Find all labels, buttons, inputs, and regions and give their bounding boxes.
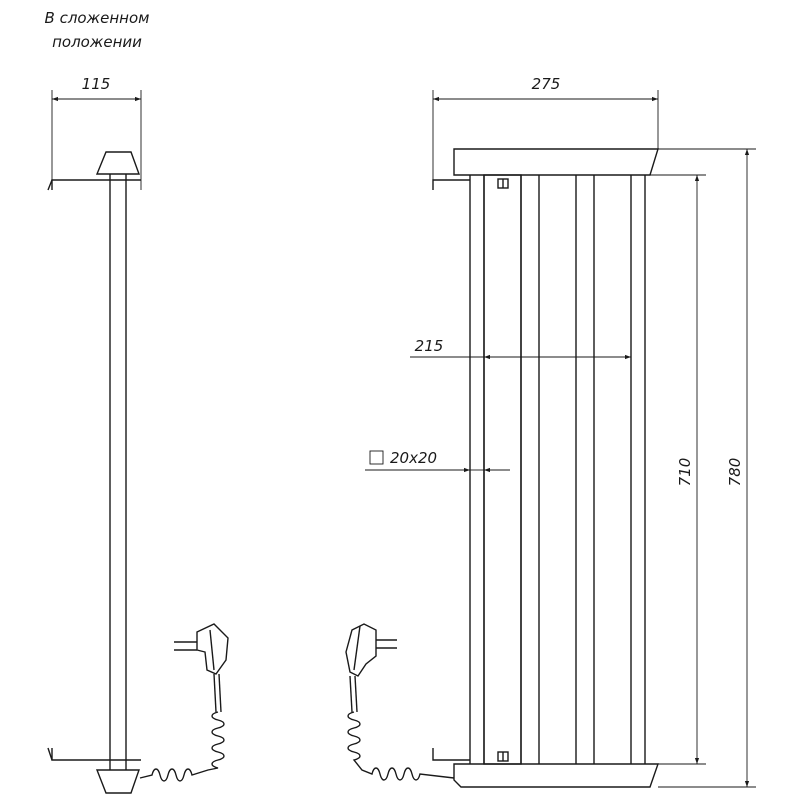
vertical-rails bbox=[469, 175, 646, 764]
wall-bracket-bottom bbox=[47, 747, 141, 761]
wall-bracket-top bbox=[47, 179, 141, 191]
dimension-tube-height: 710 bbox=[650, 174, 706, 765]
bottom-cap bbox=[95, 769, 140, 794]
inner-plate bbox=[483, 174, 522, 765]
top-cap bbox=[95, 151, 140, 175]
coiled-cord bbox=[139, 711, 225, 782]
dimension-tube-section-label: 20x20 bbox=[390, 449, 437, 467]
mount-screw-top-icon bbox=[497, 178, 509, 189]
wall-bracket-top-front bbox=[432, 179, 470, 190]
coiled-cord-front bbox=[347, 711, 455, 781]
dimension-tube-height-label: 710 bbox=[676, 458, 694, 487]
caption-line-2: положении bbox=[52, 33, 142, 51]
power-plug-front-icon bbox=[345, 623, 397, 713]
dimension-total-height-label: 780 bbox=[726, 458, 744, 487]
dimension-folded-width-label: 115 bbox=[82, 75, 111, 93]
vertical-tube bbox=[109, 174, 127, 760]
caption-line-1: В сложенном bbox=[45, 9, 150, 27]
dimension-tube-section: 20x20 bbox=[365, 449, 510, 473]
caption: В сложенном положении bbox=[45, 9, 150, 51]
top-cover bbox=[453, 148, 659, 176]
dimension-inner-width: 215 bbox=[410, 337, 631, 360]
power-plug-icon bbox=[174, 623, 229, 713]
dimension-total-width: 275 bbox=[432, 75, 659, 190]
bottom-cover bbox=[453, 763, 659, 788]
dimension-total-height: 780 bbox=[658, 148, 756, 788]
wall-bracket-bottom-front bbox=[432, 748, 470, 761]
front-view: 275 bbox=[345, 75, 756, 788]
dimension-total-width-label: 275 bbox=[532, 75, 561, 93]
side-view-folded: 115 bbox=[47, 75, 229, 794]
dimension-folded-width: 115 bbox=[51, 75, 142, 190]
dimension-inner-width-label: 215 bbox=[415, 337, 444, 355]
mount-screw-bottom-icon bbox=[497, 751, 509, 762]
